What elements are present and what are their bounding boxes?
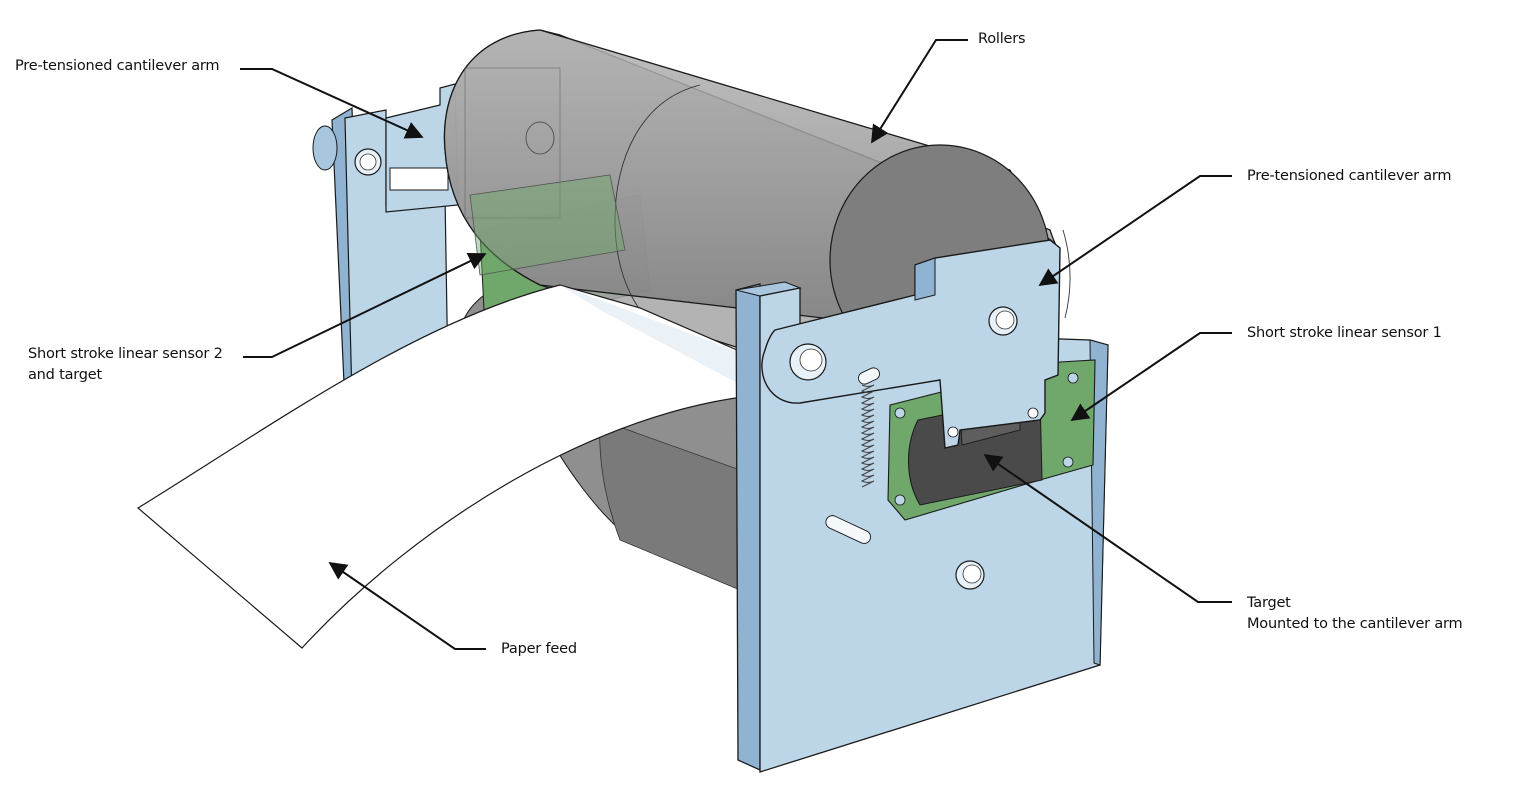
- label-target: Target Mounted to the cantilever arm: [1247, 593, 1463, 635]
- label-arm-right: Pre-tensioned cantilever arm: [1247, 168, 1452, 184]
- leader-arm-left: [240, 68, 424, 139]
- leader-paper-feed: [328, 561, 486, 650]
- leader-rollers: [871, 39, 968, 144]
- leader-target: [983, 453, 1232, 603]
- label-sensor1: Short stroke linear sensor 1: [1247, 325, 1442, 341]
- label-sensor2-line2: and target: [28, 367, 102, 383]
- left-side-plate: [312, 106, 449, 407]
- label-sensor2-line1: Short stroke linear sensor 2: [28, 346, 223, 362]
- label-rollers: Rollers: [978, 31, 1026, 47]
- leader-lines: [240, 39, 1232, 650]
- label-target-line1: Target: [1247, 595, 1291, 611]
- left-cantilever-arm: [354, 83, 459, 213]
- label-target-line2: Mounted to the cantilever arm: [1247, 616, 1463, 632]
- label-arm-left: Pre-tensioned cantilever arm: [15, 58, 220, 74]
- label-sensor2: Short stroke linear sensor 2 and target: [28, 344, 223, 386]
- leader-sensor2: [243, 252, 487, 358]
- leader-sensor1: [1070, 332, 1232, 422]
- tension-spring: [825, 367, 880, 544]
- right-cantilever-arm: [761, 239, 1061, 449]
- label-paper-feed: Paper feed: [501, 641, 577, 657]
- leader-arm-right: [1038, 175, 1232, 287]
